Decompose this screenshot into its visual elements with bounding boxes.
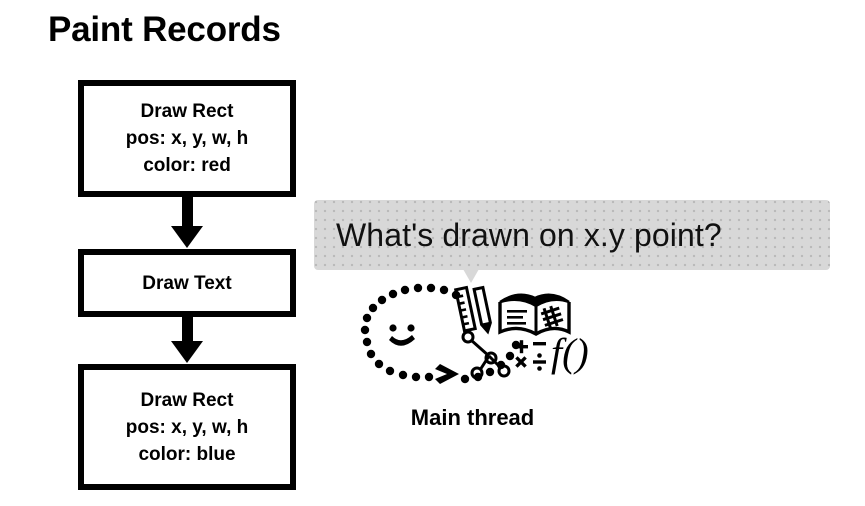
record-line-pos: pos: x, y, w, h [125,128,249,149]
arrow-down-icon-1 [167,197,207,248]
arrow-head [171,341,203,363]
arrow-shaft [181,197,193,227]
open-book-icon [498,293,571,336]
chevron-right-icon [435,364,459,384]
arrow-head [171,226,203,248]
ruler-icon [453,285,477,333]
record-line-color: color: blue [138,443,236,465]
pencil-icon [472,285,492,335]
record-line-title: Draw Rect [140,101,234,122]
record-line-title: Draw Text [142,272,232,294]
speech-bubble-tail-icon [463,269,479,283]
math-operators-icon [515,340,546,371]
arrow-shaft [181,317,193,342]
page-title: Paint Records [48,10,281,49]
paint-record-box-draw-rect-blue: Draw Rect pos: x, y, w, h color: blue [78,364,296,490]
smiley-face-icon [389,324,415,346]
record-line-color: color: red [143,155,231,176]
record-line-title: Draw Rect [140,389,234,411]
function-notation-icon: f() [551,330,589,375]
arrow-down-icon-2 [167,317,207,363]
record-line-pos: pos: x, y, w, h [125,416,249,438]
paint-record-box-draw-rect-red: Draw Rect pos: x, y, w, h color: red [78,80,296,197]
dotted-loop-icon [360,283,521,384]
main-thread-illustration: f() [355,282,590,392]
speech-bubble: What's drawn on x.y point? [314,200,830,270]
paint-record-box-draw-text: Draw Text [78,249,296,317]
main-thread-label: Main thread [410,405,535,430]
tree-diagram-icon [461,330,511,380]
speech-bubble-text: What's drawn on x.y point? [336,216,722,253]
